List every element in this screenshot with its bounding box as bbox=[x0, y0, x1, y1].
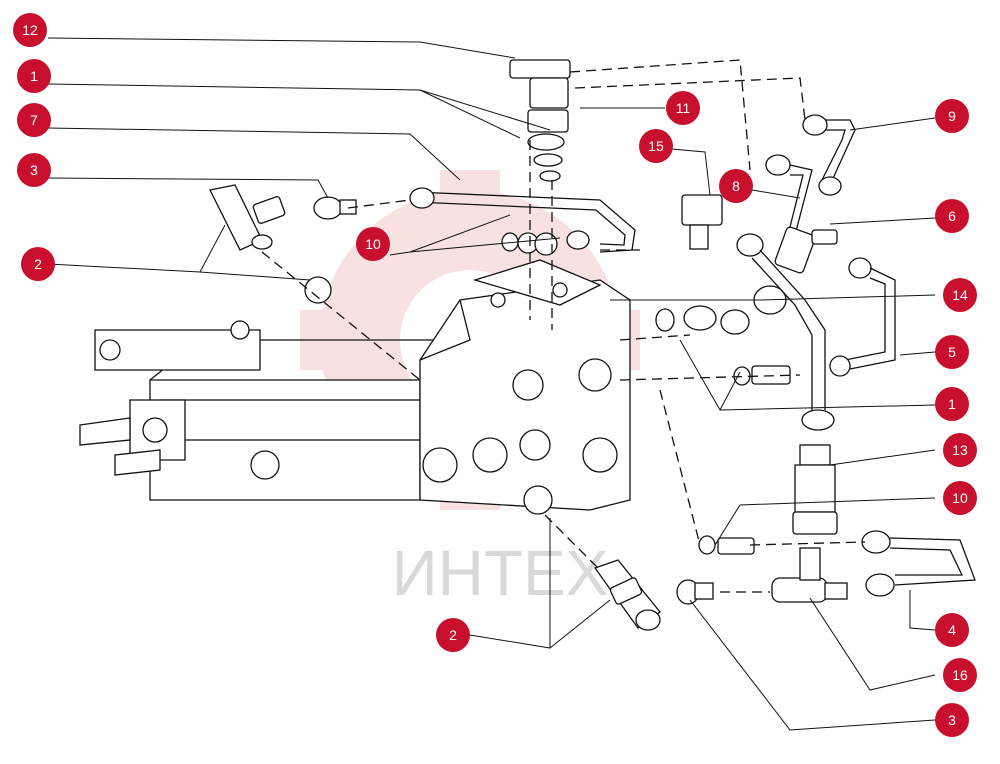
callout-6: 6 bbox=[935, 199, 969, 233]
svg-text:10: 10 bbox=[365, 236, 381, 252]
svg-text:9: 9 bbox=[948, 108, 956, 124]
callout-14: 14 bbox=[943, 278, 977, 312]
callout-10-right: 10 bbox=[943, 481, 977, 515]
svg-text:14: 14 bbox=[952, 287, 968, 303]
callout-1: 1 bbox=[17, 59, 51, 93]
assembly-lines bbox=[261, 59, 866, 593]
callout-3-lower: 3 bbox=[935, 703, 969, 737]
callout-3: 3 bbox=[17, 153, 51, 187]
callout-9: 9 bbox=[935, 99, 969, 133]
callout-5: 5 bbox=[935, 335, 969, 369]
svg-text:8: 8 bbox=[732, 178, 740, 194]
leader-lines bbox=[47, 37, 936, 731]
svg-text:5: 5 bbox=[948, 344, 956, 360]
callout-12: 12 bbox=[13, 13, 47, 47]
svg-text:1: 1 bbox=[948, 396, 956, 412]
svg-text:10: 10 bbox=[952, 490, 968, 506]
callout-1-right: 1 bbox=[935, 387, 969, 421]
callout-8: 8 bbox=[719, 169, 753, 203]
lower-pipe-assembly bbox=[676, 530, 976, 605]
svg-text:4: 4 bbox=[948, 622, 956, 638]
svg-text:1: 1 bbox=[30, 68, 38, 84]
svg-text:7: 7 bbox=[30, 112, 38, 128]
callout-13: 13 bbox=[943, 433, 977, 467]
callout-16: 16 bbox=[943, 658, 977, 692]
svg-text:12: 12 bbox=[22, 22, 38, 38]
callout-10: 10 bbox=[356, 227, 390, 261]
svg-text:2: 2 bbox=[34, 256, 42, 272]
pipe-assembly-right bbox=[736, 114, 896, 431]
svg-text:11: 11 bbox=[676, 100, 691, 116]
valve-body bbox=[79, 259, 631, 511]
callout-badges: 12 1 7 3 2 10 11 15 8 9 6 14 5 1 13 10 4… bbox=[13, 13, 977, 737]
pipe-seven bbox=[409, 187, 636, 253]
svg-text:13: 13 bbox=[952, 442, 968, 458]
svg-text:16: 16 bbox=[952, 667, 968, 683]
callout-11: 11 bbox=[666, 91, 700, 125]
elbow-fitting-upper bbox=[209, 184, 357, 304]
svg-text:2: 2 bbox=[449, 627, 457, 643]
check-valve bbox=[792, 444, 838, 535]
callout-15: 15 bbox=[639, 129, 673, 163]
elbow-fitting-lower bbox=[523, 485, 661, 631]
callout-7: 7 bbox=[17, 103, 51, 137]
svg-text:6: 6 bbox=[948, 208, 956, 224]
right-fittings bbox=[655, 194, 791, 386]
callout-2-lower: 2 bbox=[436, 618, 470, 652]
svg-text:15: 15 bbox=[648, 138, 664, 154]
callout-2: 2 bbox=[21, 247, 55, 281]
svg-text:3: 3 bbox=[948, 712, 956, 728]
callout-4: 4 bbox=[935, 613, 969, 647]
svg-text:3: 3 bbox=[30, 162, 38, 178]
watermark-text: ИНТЕХ bbox=[392, 537, 609, 609]
